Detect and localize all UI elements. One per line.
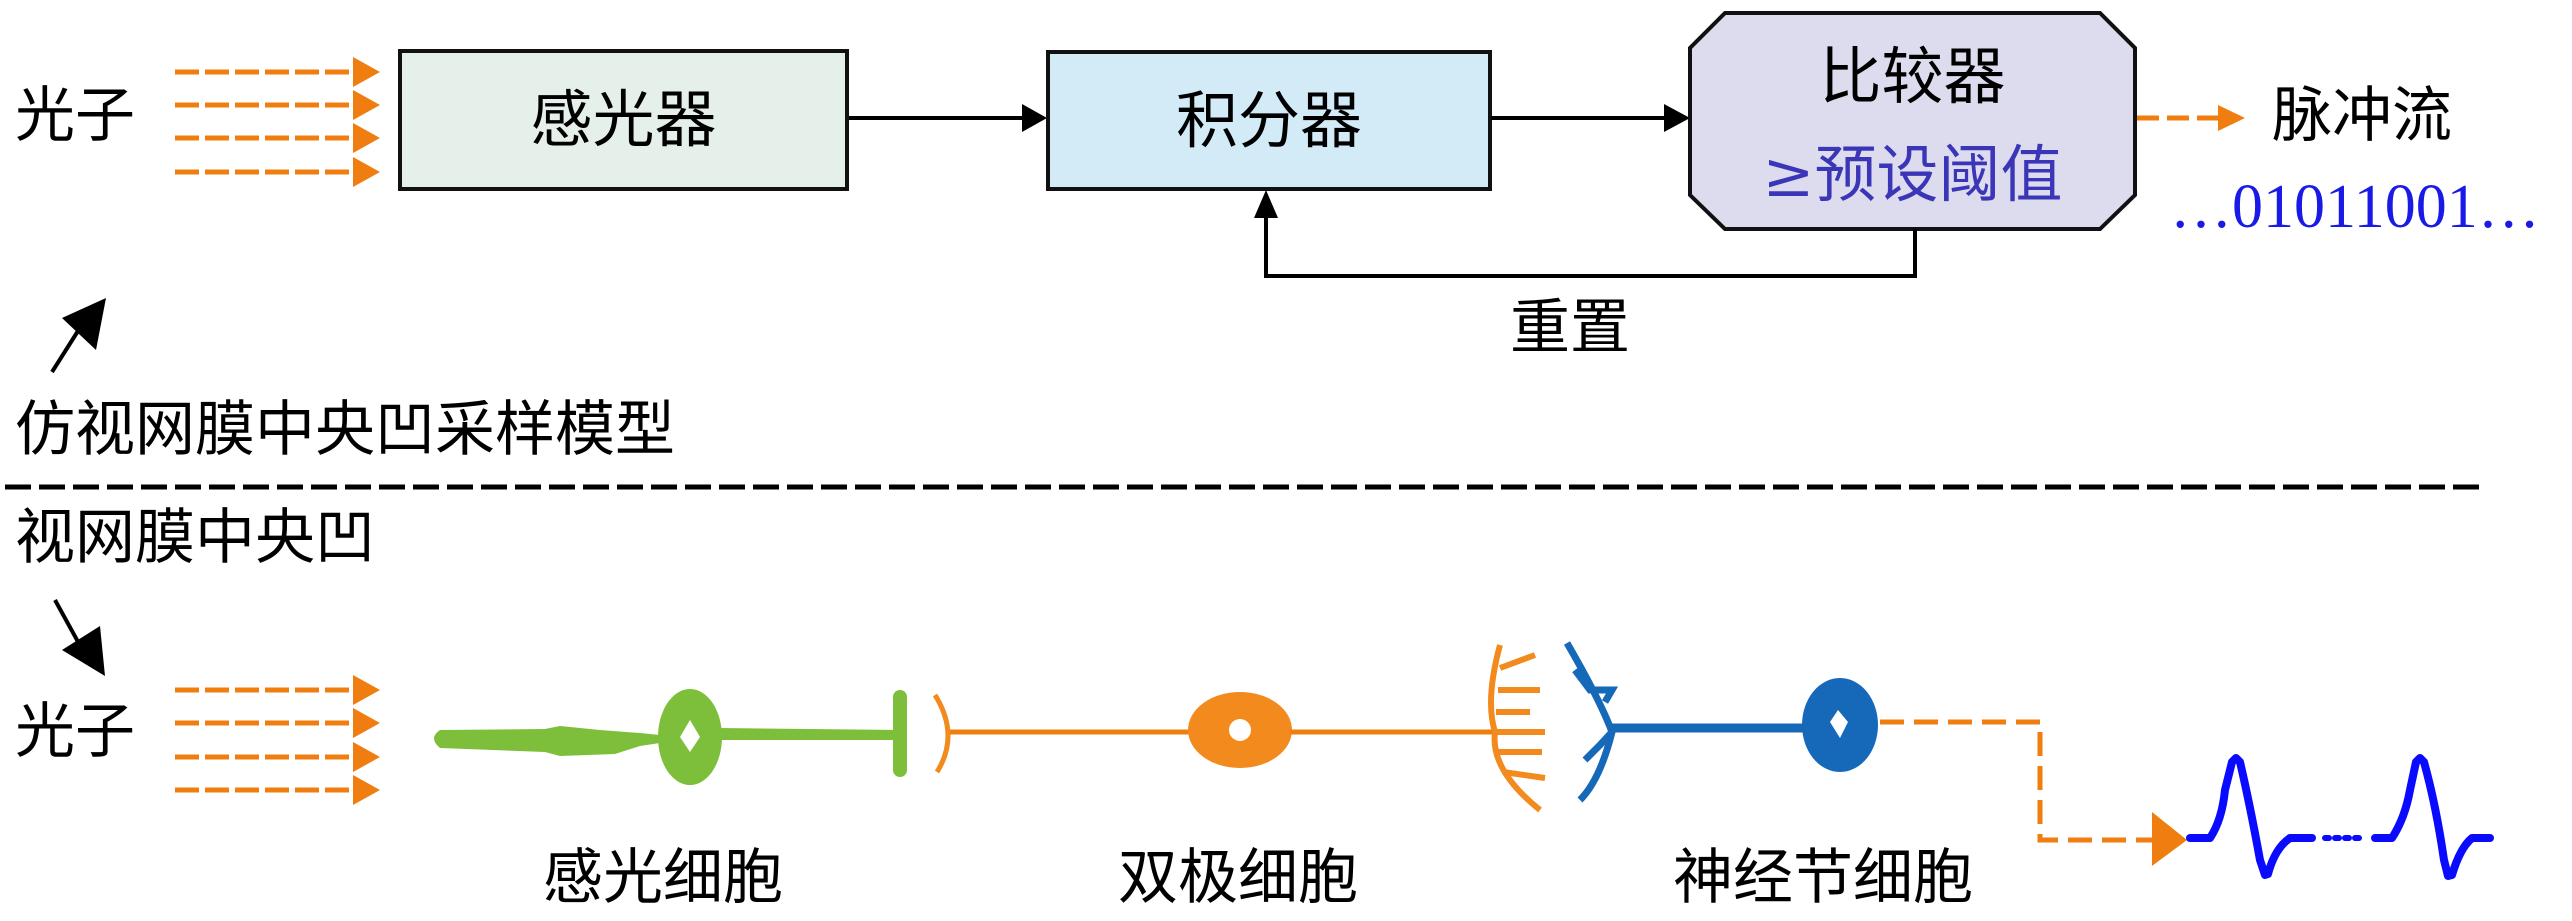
spike-train — [2186, 754, 2494, 880]
spike-1 — [2186, 754, 2316, 879]
photon-arrowhead-icon — [353, 123, 380, 153]
ganglion-cell-label: 神经节细胞 — [1673, 843, 1973, 913]
ganglion-output-dashed-path — [1880, 719, 2160, 843]
pulse-stream-label: 脉冲流 — [2272, 81, 2452, 151]
model-title: 仿视网膜中央凹采样模型 — [15, 395, 675, 465]
reset-label: 重置 — [1510, 293, 1630, 363]
comparator-threshold-condition: ≥预设阈值 — [1762, 138, 2063, 211]
photon-arrowhead-icon — [353, 675, 380, 705]
photoreceptor-box — [398, 49, 849, 191]
integrator-label: 积分器 — [1175, 83, 1362, 157]
top-photon-arrows — [175, 57, 380, 187]
ganglion-cell — [1563, 641, 1878, 803]
fovea-title: 视网膜中央凹 — [15, 503, 375, 573]
model-pointer-arrowhead-icon — [62, 298, 106, 350]
output-arrowhead-icon — [2218, 105, 2245, 131]
comparator-box — [1688, 11, 2137, 231]
bipolar-cell — [932, 644, 1546, 813]
photoreceptor-label: 感光器 — [530, 83, 717, 156]
comparator-title: 比较器 — [1819, 40, 2006, 113]
photon-arrowhead-icon — [353, 708, 380, 738]
spike-2 — [2371, 754, 2494, 880]
photoreceptor-nucleus — [680, 720, 700, 752]
ganglion-output-arrowhead-icon — [2152, 812, 2187, 866]
arrowhead-icon — [1022, 104, 1047, 132]
bottom-photon-label: 光子 — [15, 697, 135, 767]
photoreceptor-cell — [434, 689, 907, 785]
photoreceptor-axon — [720, 728, 900, 740]
fovea-pointer-arrowhead-icon — [62, 626, 105, 676]
reset-feedback-line — [1264, 215, 1917, 278]
bipolar-axon-terminal — [1488, 644, 1546, 813]
integrator-box — [1046, 50, 1492, 191]
ganglion-dendrites — [1563, 641, 1619, 803]
bipolar-cell-label: 双极细胞 — [1118, 843, 1358, 913]
photoreceptor-terminal — [893, 690, 907, 777]
photoreceptor-cell-label: 感光细胞 — [543, 843, 783, 913]
outer-segment — [434, 726, 660, 756]
top-photon-label: 光子 — [15, 81, 135, 151]
bipolar-dendrite-cap — [932, 693, 951, 774]
photon-arrowhead-icon — [353, 57, 380, 87]
arrowhead-up-icon — [1254, 190, 1278, 218]
ganglion-nucleus — [1830, 710, 1848, 738]
photon-arrowhead-icon — [353, 157, 380, 187]
bottom-photon-arrows — [175, 675, 380, 805]
photon-arrowhead-icon — [353, 742, 380, 772]
arrowhead-icon — [1664, 104, 1690, 132]
pulse-stream-bits: …01011001… — [2170, 173, 2540, 241]
bipolar-nucleus — [1229, 719, 1251, 741]
photon-arrowhead-icon — [353, 90, 380, 120]
photon-arrowhead-icon — [353, 775, 380, 805]
